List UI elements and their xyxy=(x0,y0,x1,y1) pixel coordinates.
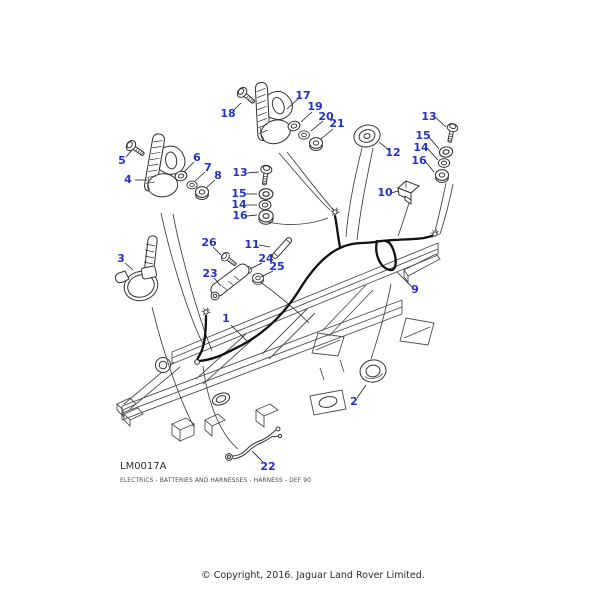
part-bracket-17 xyxy=(254,80,295,149)
leader-lines xyxy=(124,97,447,464)
callout-11[interactable]: 11 xyxy=(244,238,259,251)
callout-22[interactable]: 22 xyxy=(260,460,275,473)
callout-17[interactable]: 17 xyxy=(295,89,310,102)
callout-1[interactable]: 1 xyxy=(222,312,230,325)
callout-14-right[interactable]: 14 xyxy=(413,141,429,154)
callout-4[interactable]: 4 xyxy=(124,173,132,186)
callout-26[interactable]: 26 xyxy=(201,236,217,249)
parts xyxy=(114,80,459,461)
part-clip-10 xyxy=(397,180,420,205)
callout-2[interactable]: 2 xyxy=(350,395,358,408)
diagram-caption: ELECTRICS - BATTERIES AND HARNESSES - HA… xyxy=(120,478,311,484)
callout-18[interactable]: 18 xyxy=(220,107,235,120)
callouts: 1 2 3 4 5 6 7 8 9 10 11 12 13 15 14 16 1… xyxy=(117,89,436,473)
callout-10[interactable]: 10 xyxy=(377,186,393,199)
callout-16-mid[interactable]: 16 xyxy=(232,209,248,222)
part-washer-14-right xyxy=(437,158,451,168)
callout-25[interactable]: 25 xyxy=(269,260,284,273)
callout-15-mid[interactable]: 15 xyxy=(231,187,246,200)
part-bracket-4 xyxy=(141,132,190,204)
part-bolt-5 xyxy=(123,138,148,160)
part-nut-16-right xyxy=(435,169,449,183)
part-grommet-2 xyxy=(359,359,387,383)
callout-13-right[interactable]: 13 xyxy=(421,110,436,123)
part-washer-15-right xyxy=(438,145,454,159)
callout-6[interactable]: 6 xyxy=(193,151,201,164)
part-grommet-12 xyxy=(350,121,384,151)
callout-14-mid[interactable]: 14 xyxy=(231,198,247,211)
locator-curves xyxy=(151,147,454,450)
callout-16-right[interactable]: 16 xyxy=(411,154,427,167)
callout-7[interactable]: 7 xyxy=(204,161,212,174)
part-washer-15-mid xyxy=(258,188,274,200)
callout-24[interactable]: 24 xyxy=(258,252,274,265)
diagram-code: LM0017A xyxy=(120,461,167,472)
part-nut-16-mid xyxy=(258,209,274,225)
part-clamp-3 xyxy=(114,235,159,302)
part-bolt-13-mid xyxy=(258,164,273,187)
part-nut-25 xyxy=(252,272,264,285)
callout-12[interactable]: 12 xyxy=(385,146,400,159)
callout-13-mid[interactable]: 13 xyxy=(232,166,247,179)
part-cable-22 xyxy=(225,426,283,461)
part-bolt-13-right xyxy=(443,122,459,144)
callout-23[interactable]: 23 xyxy=(202,267,217,280)
callout-3[interactable]: 3 xyxy=(117,252,125,265)
part-nut-8 xyxy=(195,186,209,200)
callout-5[interactable]: 5 xyxy=(118,154,126,167)
callout-21[interactable]: 21 xyxy=(329,117,344,130)
part-washer-7 xyxy=(186,180,198,190)
callout-20[interactable]: 20 xyxy=(318,110,334,123)
part-nut-21 xyxy=(309,137,323,151)
callout-19[interactable]: 19 xyxy=(307,100,322,113)
part-washer-14-mid xyxy=(258,199,272,211)
callout-9[interactable]: 9 xyxy=(411,283,419,296)
part-tube-11 xyxy=(271,237,293,259)
part-washer-20 xyxy=(298,130,310,140)
part-bolt-18 xyxy=(234,84,258,108)
harness-connector-icon xyxy=(201,307,211,316)
copyright-text: © Copyright, 2016. Jaguar Land Rover Lim… xyxy=(201,570,425,581)
callout-8[interactable]: 8 xyxy=(214,169,222,182)
callout-15-right[interactable]: 15 xyxy=(415,129,430,142)
part-bolt-26 xyxy=(219,250,240,269)
part-strap-23 xyxy=(210,263,250,301)
wiring-harness xyxy=(194,207,440,365)
